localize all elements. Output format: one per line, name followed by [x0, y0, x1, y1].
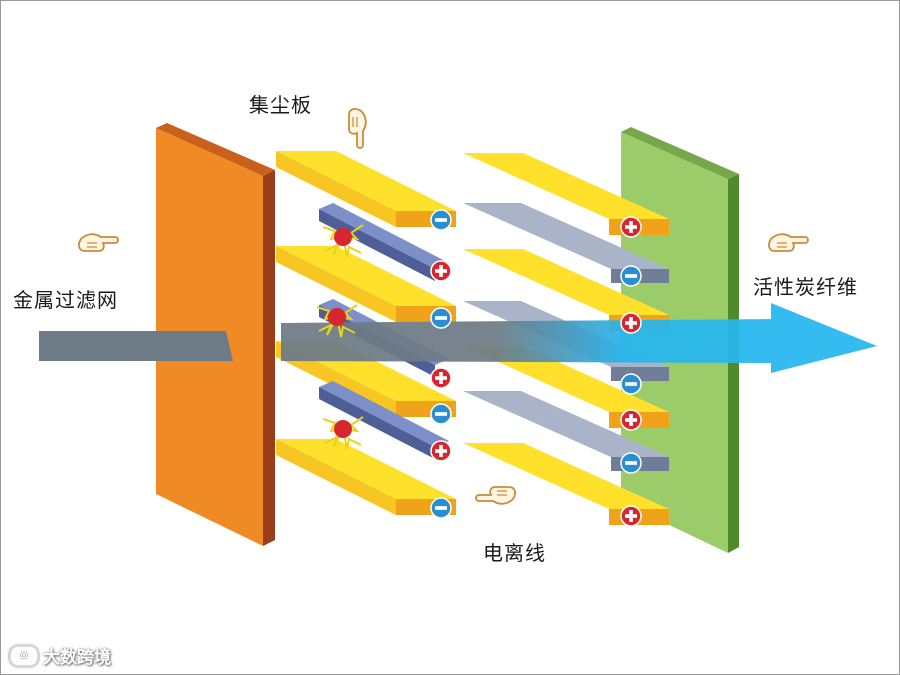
plus-sign-icon [620, 216, 642, 238]
airflow-arrow [39, 303, 877, 373]
collector-plate-label: 集尘板 [249, 93, 312, 117]
outflow-arrow [281, 303, 877, 373]
pointing-hand-icon [348, 108, 367, 149]
minus-sign-icon [430, 403, 452, 425]
minus-sign-icon [430, 209, 452, 231]
plus-sign-icon [620, 409, 642, 431]
activated-carbon-label: 活性炭纤维 [753, 275, 858, 299]
minus-sign-icon [620, 373, 642, 395]
plus-sign-icon [620, 505, 642, 527]
minus-sign-icon [430, 497, 452, 519]
metal-filter-label: 金属过滤网 [13, 288, 118, 312]
ionizing-wire-label: 电离线 [483, 541, 546, 565]
minus-sign-icon [430, 307, 452, 329]
collector-plate [276, 151, 456, 227]
minus-sign-icon [620, 265, 642, 287]
plus-sign-icon [430, 260, 452, 282]
inflow-arrow [39, 331, 233, 361]
pointing-hand-icon [78, 233, 119, 252]
plus-sign-icon [430, 367, 452, 389]
plus-sign-icon [620, 312, 642, 334]
pointing-hand-icon [768, 233, 809, 252]
watermark: ◎ 大数跨境 [9, 643, 111, 668]
logo-icon: ◎ [9, 644, 39, 667]
minus-sign-icon [620, 452, 642, 474]
plus-sign-icon [430, 440, 452, 462]
watermark-text: 大数跨境 [43, 648, 111, 668]
pointing-hand-icon [475, 486, 516, 505]
